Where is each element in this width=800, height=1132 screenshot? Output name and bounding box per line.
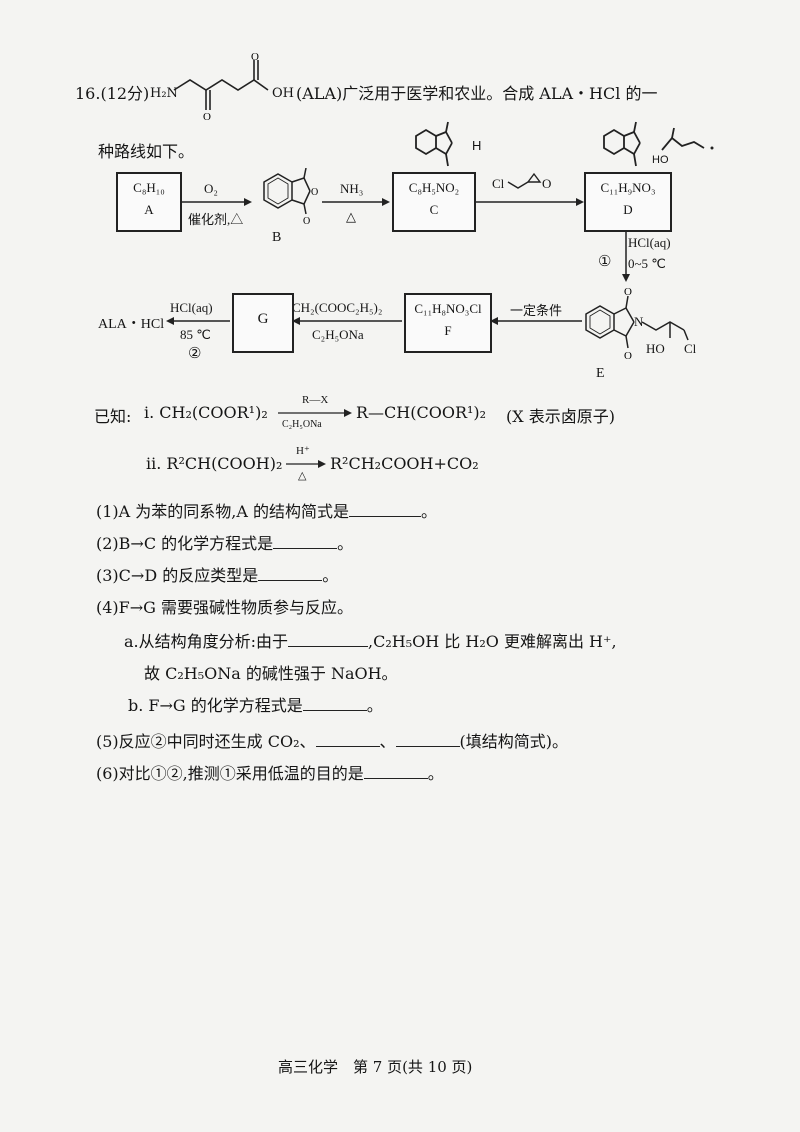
svg-text:O: O [303,216,310,227]
step1-condition: 催化剂,△ [188,212,244,227]
compound-g-box: G [232,293,294,353]
compound-e-label: E [596,366,605,381]
arrow-c-d [474,198,584,206]
svg-text:O: O [203,111,211,122]
question-3: (3)C→D 的反应类型是。 [96,566,339,585]
step2-reagent: NH₃ [340,181,364,196]
known-i-reagent: R—X [302,394,329,406]
handwritten-structure-c [415,121,453,167]
handwritten-structure-d [603,121,714,167]
answer-blank-5b[interactable] [395,732,460,747]
step7-reagent: HCl(aq) [170,300,213,315]
page-footer: 高三化学 第 7 页(共 10 页) [278,1058,473,1076]
ala-structure: O O [173,52,269,122]
arrow-f-g [292,317,402,325]
question-5: (5)反应②中同时还生成 CO₂、、(填结构简式)。 [96,732,569,751]
intro-text-line2: 种路线如下。 [98,142,195,161]
epichlorohydrin-structure [507,172,542,189]
arrow-g-product [166,317,230,325]
svg-text:O: O [624,350,632,362]
compound-b-label: B [272,230,282,245]
question-1: (1)A 为苯的同系物,A 的结构简式是。 [96,502,438,521]
answer-blank-5a[interactable] [315,732,380,747]
svg-text:O: O [624,286,632,298]
arrow-b-c [322,198,390,206]
answer-blank-4a[interactable] [288,632,369,647]
known-ii-product: R²CH₂COOH+CO₂ [330,454,479,473]
step3-reagent-o: O [542,176,552,191]
compound-b-structure: O O [263,168,318,227]
known-i-product: R—CH(COOR¹)₂ [356,403,487,422]
question-4b: b. F→G 的化学方程式是。 [128,696,383,715]
question-2: (2)B→C 的化学方程式是。 [96,534,354,553]
step4-temperature: 0~5 ℃ [628,256,666,271]
step4-number: ① [598,254,612,270]
compound-e-cl: Cl [684,341,697,356]
arrow-d-e [622,230,630,282]
known-ii-arrow [286,460,326,468]
answer-blank-2[interactable] [273,534,338,549]
handwritten-ho: HO [652,154,669,166]
product-ala-hcl: ALA・HCl [98,317,165,332]
handwritten-h: H [472,138,482,153]
step7-number: ② [188,346,202,362]
known-ii-reactant: ⅱ. R²CH(COOH)₂ [146,454,283,473]
step7-temperature: 85 ℃ [180,327,211,342]
arrow-a-b [180,198,252,206]
step1-reagent: O₂ [204,181,218,196]
answer-blank-3[interactable] [258,566,323,581]
compound-e-n: N [634,314,644,329]
known-ii-condition: △ [298,470,307,482]
compound-e-structure: O O [585,286,689,362]
known-i-note: (X 表示卤原子) [506,407,615,426]
known-i-base: C₂H₅ONa [282,419,322,430]
ala-amine-label: H₂N [150,86,178,101]
answer-blank-1[interactable] [349,502,422,517]
compound-e-ho: HO [646,341,665,356]
known-heading: 已知: [94,407,132,426]
question-number: 16.(12分) [75,84,150,103]
step3-reagent-cl: Cl [492,176,505,191]
svg-text:O: O [251,52,259,63]
known-i-arrow [278,409,352,417]
question-4a-continued: 故 C₂H₅ONa 的碱性强于 NaOH。 [144,664,398,683]
svg-text:O: O [311,187,318,198]
ala-acid-label: OH [272,86,294,101]
step6-reagent: CH₂(COOC₂H₅)₂ [292,300,383,315]
known-i-reactant: ⅰ. CH₂(COOR¹)₂ [144,403,268,422]
arrow-e-f [490,317,582,325]
question-4: (4)F→G 需要强碱性物质参与反应。 [96,598,354,617]
step6-base: C₂H₅ONa [312,327,364,342]
step2-condition: △ [346,209,356,224]
step4-reagent: HCl(aq) [628,235,671,250]
step5-condition: 一定条件 [510,303,563,318]
answer-blank-4b[interactable] [302,696,367,711]
intro-text: (ALA)广泛用于医学和农业。合成 ALA・HCl 的一 [296,84,658,103]
question-6: (6)对比①②,推测①采用低温的目的是。 [96,764,444,783]
answer-blank-6[interactable] [363,764,428,779]
known-ii-reagent: H⁺ [296,445,310,457]
question-4a: a.从结构角度分析:由于,C₂H₅OH 比 H₂O 更难解离出 H⁺, [124,632,617,651]
